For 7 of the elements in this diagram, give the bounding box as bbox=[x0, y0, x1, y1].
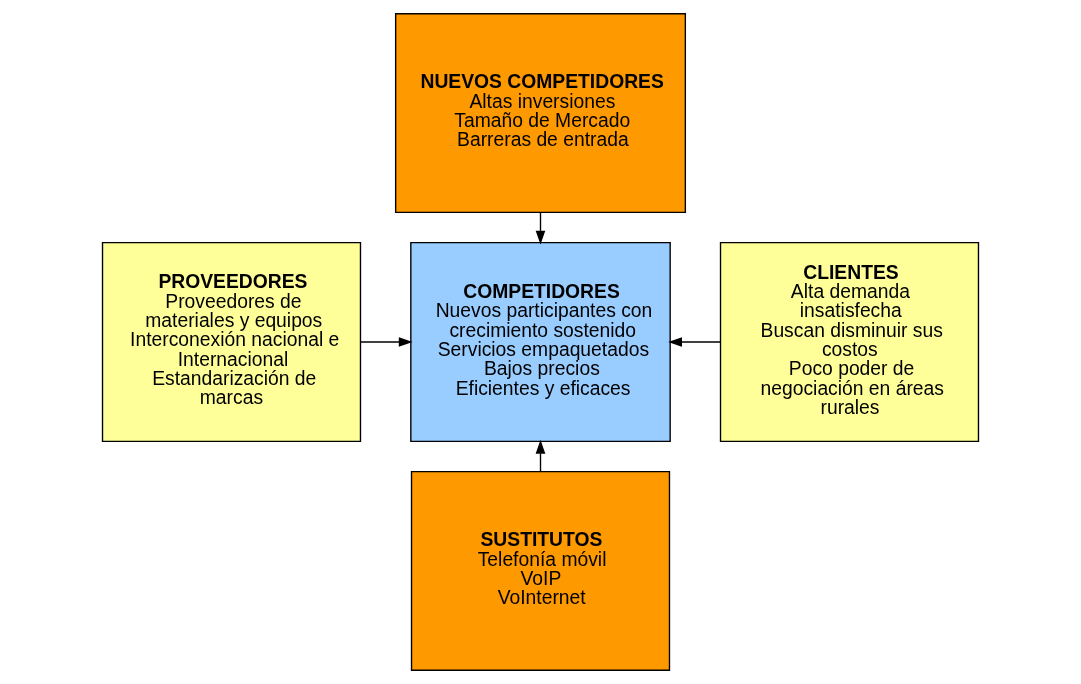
node-box: COMPETIDORES Nuevos participantes con crecimiento sostenido Servicios empaquetados Bajos precios Eficientes y eficaces bbox=[410, 242, 671, 442]
node-box: NUEVOS COMPETIDORES Altas inversiones Tamaño de Mercado Barreras de entrada bbox=[394, 13, 687, 213]
node-box: SUSTITUTOS Telefonía móvil VoIP VoInternet bbox=[410, 471, 671, 671]
arrow bbox=[359, 337, 413, 347]
node-box: CLIENTES Alta demanda insatisfecha Buscan disminuir sus costos Poco poder de negociación en áreas rurales bbox=[719, 242, 980, 442]
arrow bbox=[668, 337, 721, 347]
node-box: PROVEEDORES Proveedores de materiales y equipos Interconexión nacional e Internacional Estandarización de marcas bbox=[101, 242, 362, 442]
